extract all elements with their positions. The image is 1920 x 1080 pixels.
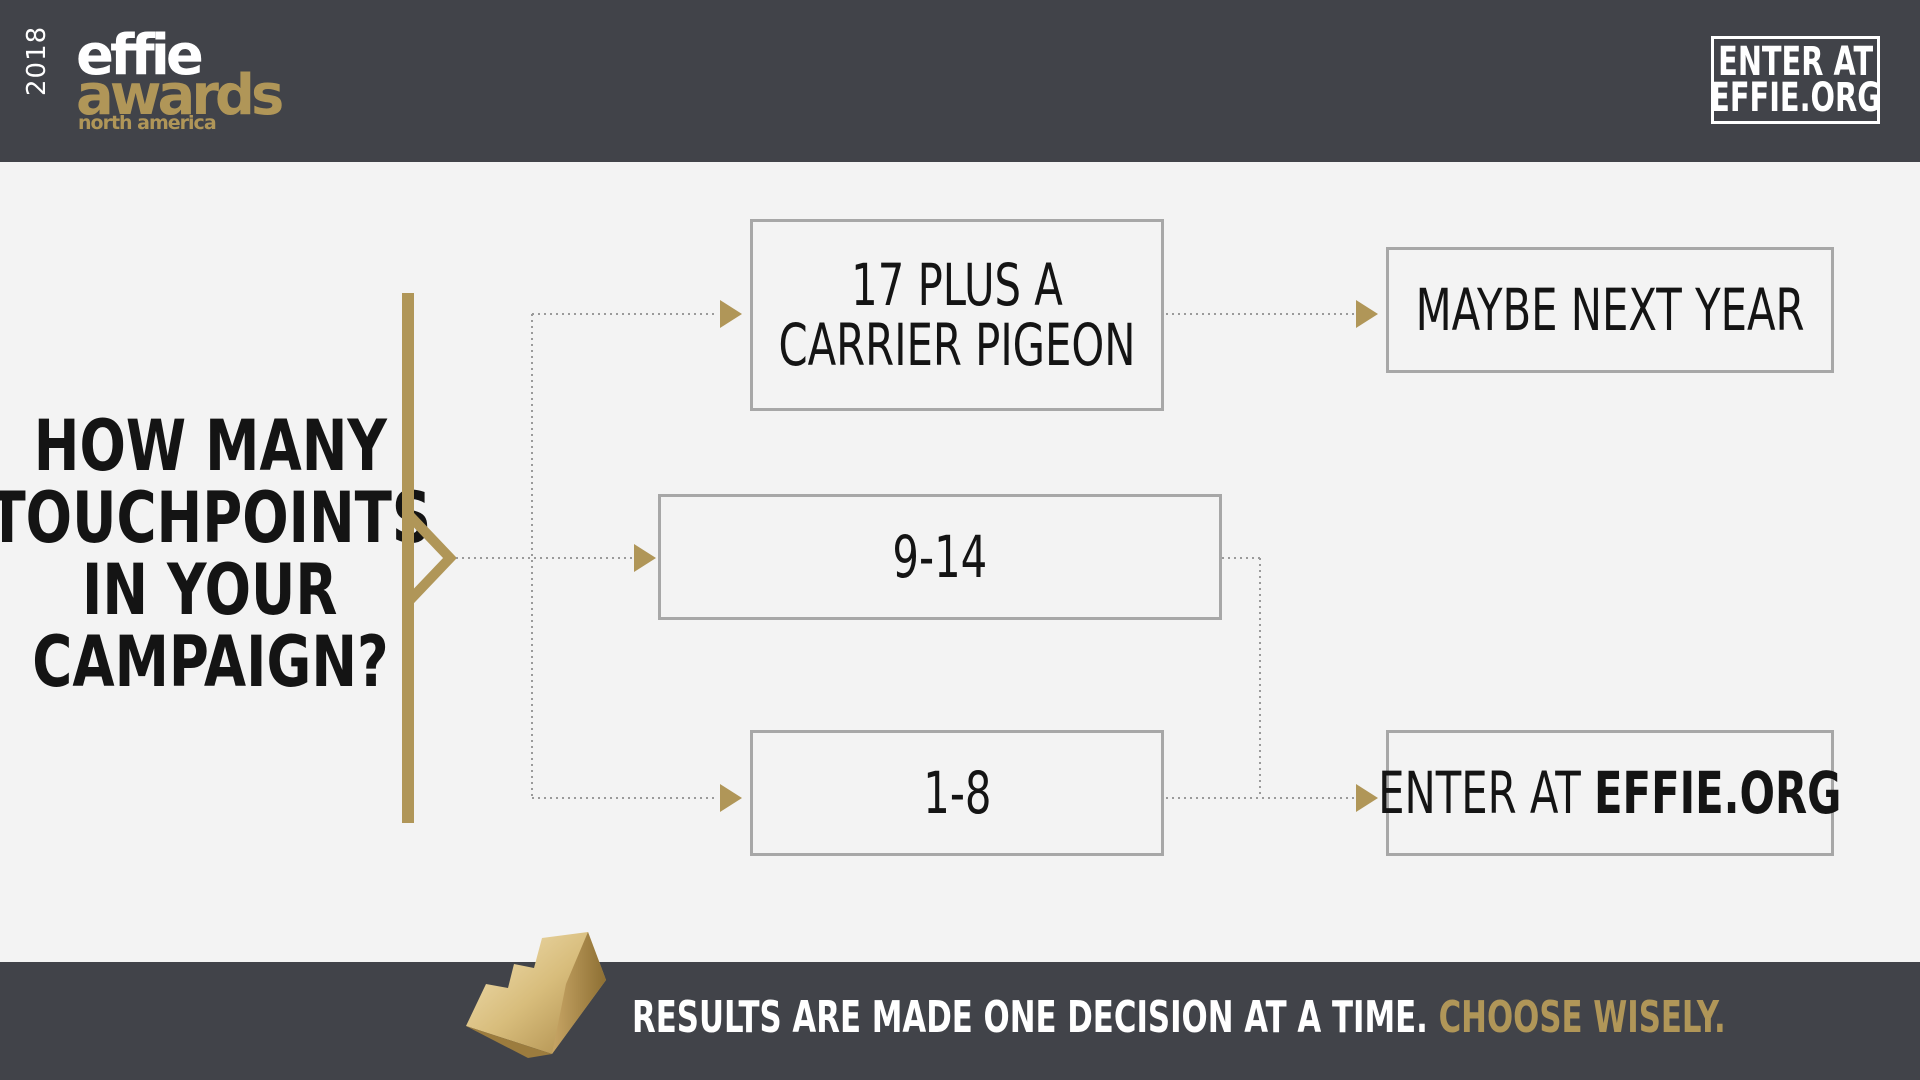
- node-text: ENTER AT EFFIE.ORG: [1378, 763, 1841, 823]
- node-text: MAYBE NEXT YEAR: [1415, 276, 1805, 344]
- result-maybe-next-year-box: MAYBE NEXT YEAR: [1386, 247, 1834, 373]
- logo-effie-text: effie: [76, 23, 204, 88]
- flow-connectors: [406, 300, 1378, 812]
- option-9-14-box: 9-14: [658, 494, 1222, 620]
- option-1-8-box: 1-8: [750, 730, 1164, 856]
- question-line: IN YOUR: [82, 549, 338, 631]
- node-text: 1-8: [922, 759, 992, 827]
- header-bar: 2018 effie awards north america ENTER AT…: [0, 0, 1920, 162]
- logo-awards-text: awards: [76, 63, 284, 128]
- enter-at-effie-link[interactable]: ENTER AT EFFIE.ORG: [1710, 36, 1881, 124]
- enter-line-2: EFFIE.ORG: [1710, 75, 1881, 121]
- arrowhead-enter: [1356, 784, 1378, 812]
- chevron-marker: [406, 512, 457, 604]
- node-text: CARRIER PIGEON: [778, 311, 1136, 379]
- enter-prefix: ENTER AT: [1378, 759, 1595, 827]
- enter-link-text[interactable]: EFFIE.ORG: [1594, 759, 1842, 827]
- gold-divider-bar: [402, 293, 414, 823]
- logo-region-text: north america: [78, 112, 217, 134]
- node-text: 17 PLUS A: [851, 251, 1063, 319]
- result-enter-box[interactable]: ENTER AT EFFIE.ORG: [1378, 730, 1842, 856]
- footer-tagline: RESULTS ARE MADE ONE DECISION AT A TIME.…: [632, 988, 1726, 1048]
- node-text: 9-14: [892, 523, 988, 591]
- footer-tagline-accent: CHOOSE WISELY.: [1427, 992, 1726, 1043]
- enter-line-1: ENTER AT: [1717, 39, 1874, 85]
- arrowhead-option-1-8: [720, 784, 742, 812]
- footer-tagline-main: RESULTS ARE MADE ONE DECISION AT A TIME.: [632, 992, 1428, 1043]
- arrowhead-maybe: [1356, 300, 1378, 328]
- arrowhead-option-17: [720, 300, 742, 328]
- arrowhead-option-9-14: [634, 544, 656, 572]
- option-17-plus-box: 17 PLUS A CARRIER PIGEON: [750, 219, 1164, 411]
- footer-bar: [0, 962, 1920, 1080]
- question-line: TOUCHPOINTS: [0, 477, 432, 559]
- question-line: CAMPAIGN?: [31, 621, 389, 703]
- question-heading: HOW MANY TOUCHPOINTS IN YOUR CAMPAIGN?: [0, 405, 431, 703]
- question-line: HOW MANY: [33, 405, 387, 487]
- effie-trophy-icon: [466, 932, 606, 1058]
